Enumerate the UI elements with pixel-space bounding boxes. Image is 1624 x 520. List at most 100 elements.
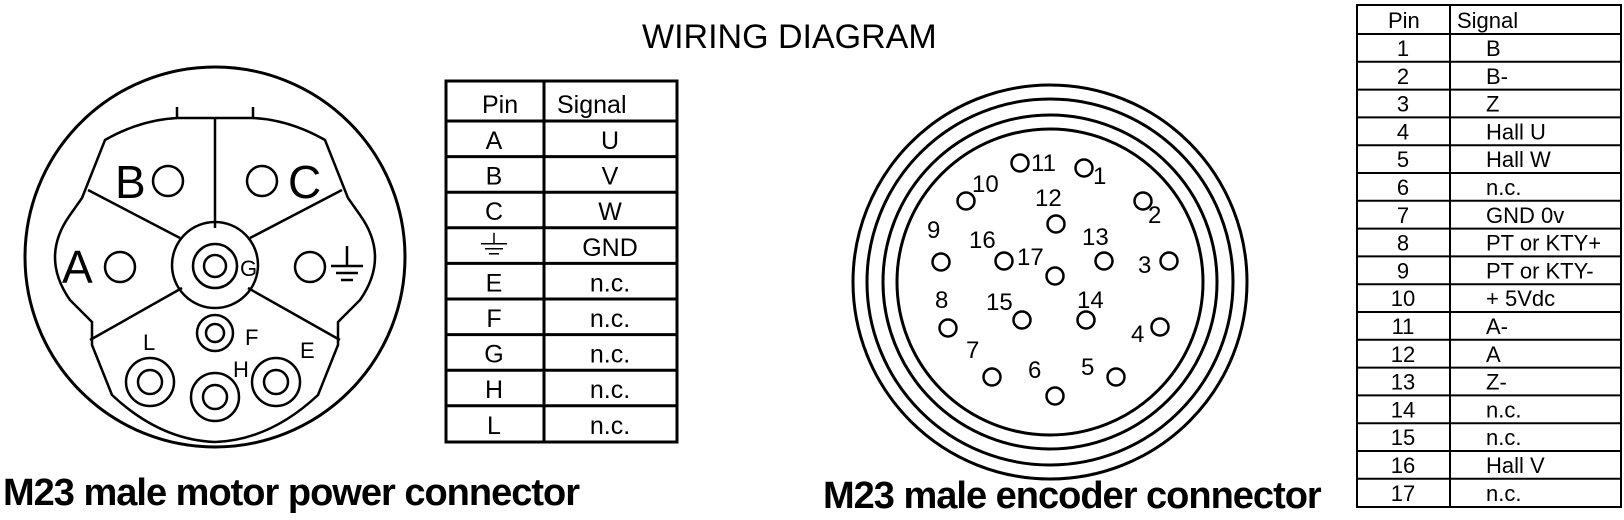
power-table-pin-cell: C [485, 198, 503, 226]
power-table-pin-cell: B [486, 163, 503, 191]
encoder-pin-label: 17 [1017, 244, 1044, 271]
power-table-header-pin: Pin [482, 91, 518, 119]
power-pin-l-outer [124, 356, 176, 408]
power-pin-c [245, 164, 279, 198]
power-pin-l [136, 368, 164, 396]
encoder-pin-2 [1133, 191, 1153, 211]
encoder-table-signal-cell: GND 0v [1486, 203, 1564, 228]
encoder-pin-4 [1150, 317, 1170, 337]
encoder-table-pin-cell: 7 [1397, 203, 1409, 228]
encoder-pin-1 [1074, 158, 1094, 178]
encoder-pin-label: 3 [1138, 252, 1151, 279]
power-connector-outer-ring [23, 65, 407, 449]
power-pin-h-label: H [233, 357, 249, 382]
encoder-table-pin-cell: 6 [1397, 175, 1409, 200]
encoder-pin-13 [1094, 251, 1114, 271]
encoder-table-signal-cell: Z [1486, 92, 1499, 117]
encoder-table-signal-cell: Hall W [1486, 147, 1551, 172]
power-table-signal-cell: GND [582, 234, 638, 262]
power-pin-f [204, 322, 226, 344]
power-pin-e-label: E [300, 338, 315, 363]
encoder-table-signal-cell: Hall U [1486, 119, 1546, 144]
power-pin-a [103, 250, 137, 284]
encoder-table-pin-cell: 9 [1397, 258, 1409, 283]
power-pin-f-outer [195, 313, 235, 353]
encoder-table-header-signal: Signal [1457, 8, 1518, 33]
ground-icon [481, 232, 507, 255]
encoder-pin-label: 10 [972, 171, 999, 198]
power-pin-g-outer [191, 242, 239, 290]
power-table-signal-cell: n.c. [590, 412, 630, 440]
encoder-table-pin-cell: 15 [1391, 425, 1415, 450]
encoder-pin-label: 11 [1031, 150, 1056, 177]
power-table-pin-cell: L [487, 412, 501, 440]
encoder-pin-label: 7 [966, 337, 979, 364]
power-divider-lower-left [89, 286, 183, 342]
power-pin-h [201, 383, 229, 411]
encoder-pin-label: 5 [1081, 354, 1094, 381]
encoder-pin-17 [1045, 266, 1065, 286]
page-title: WIRING DIAGRAM [642, 18, 937, 56]
encoder-inner-ring [895, 127, 1205, 437]
encoder-table-header-pin: Pin [1388, 8, 1420, 33]
power-table-signal-cell: U [601, 127, 619, 155]
encoder-ring-2 [865, 97, 1235, 467]
power-center-boss [170, 220, 260, 310]
encoder-ring-3 [881, 113, 1219, 451]
encoder-table-pin-cell: 11 [1392, 314, 1415, 339]
encoder-connector-caption: M23 male encoder connector [823, 475, 1322, 517]
encoder-pin-label: 2 [1148, 202, 1161, 229]
encoder-pin-10 [956, 191, 976, 211]
power-connector-body-outline [53, 116, 377, 444]
power-pin-b-label: B [115, 156, 146, 208]
power-divider-upper-left [87, 188, 181, 240]
power-connector: B C A G F L H E [23, 65, 407, 449]
encoder-table-pin-cell: 10 [1391, 286, 1415, 311]
encoder-table-signal-cell: Hall V [1486, 453, 1545, 478]
power-table-pin-cell: E [486, 269, 503, 297]
encoder-pin-label: 15 [986, 289, 1013, 316]
encoder-table-pin-cell: 16 [1391, 453, 1415, 478]
encoder-pin-label: 13 [1082, 224, 1109, 251]
encoder-table-pin-cell: 5 [1397, 147, 1409, 172]
encoder-pin-9 [931, 252, 951, 272]
encoder-pin-12 [1046, 214, 1066, 234]
encoder-table-pin-cell: 8 [1397, 231, 1409, 256]
encoder-table-signal-cell: B- [1486, 64, 1508, 89]
power-pin-c-label: C [288, 156, 321, 208]
power-table-header-signal: Signal [557, 91, 627, 119]
encoder-table-signal-cell: n.c. [1486, 481, 1521, 506]
power-pin-l-label: L [143, 330, 155, 355]
encoder-table-signal-cell: n.c. [1486, 425, 1521, 450]
encoder-table-pin-cell: 4 [1397, 119, 1409, 144]
power-table-signal-cell: n.c. [590, 341, 630, 369]
encoder-table-pin-cell: 2 [1397, 64, 1409, 89]
ground-icon [331, 246, 363, 282]
power-pin-g-label: G [240, 256, 257, 281]
encoder-table-signal-cell: A [1486, 342, 1501, 367]
power-table-signal-cell: n.c. [590, 305, 630, 333]
encoder-table-signal-cell: Z- [1486, 370, 1507, 395]
encoder-table-signal-cell: n.c. [1486, 175, 1521, 200]
power-table-border [444, 79, 679, 444]
encoder-pin-label: 12 [1035, 185, 1062, 212]
encoder-pin-label: 14 [1077, 287, 1104, 314]
encoder-pin-15 [1012, 310, 1032, 330]
encoder-pin-8 [938, 318, 958, 338]
encoder-pin-label: 6 [1028, 357, 1041, 384]
power-connector-caption: M23 male motor power connector [3, 472, 580, 514]
encoder-table-signal-cell: PT or KTY+ [1486, 231, 1601, 256]
encoder-pin-7 [982, 367, 1002, 387]
encoder-table-pin-cell: 3 [1397, 92, 1409, 117]
encoder-pin-label: 16 [969, 227, 996, 254]
encoder-pin-11 [1010, 153, 1030, 173]
encoder-pin-5 [1106, 367, 1126, 387]
encoder-pin-label: 9 [927, 217, 940, 244]
encoder-pin-3 [1159, 251, 1179, 271]
power-table-signal-cell: n.c. [590, 376, 630, 404]
encoder-table-pin-cell: 12 [1391, 342, 1415, 367]
power-pin-f-label: F [245, 325, 258, 350]
encoder-table-signal-cell: B [1486, 36, 1501, 61]
